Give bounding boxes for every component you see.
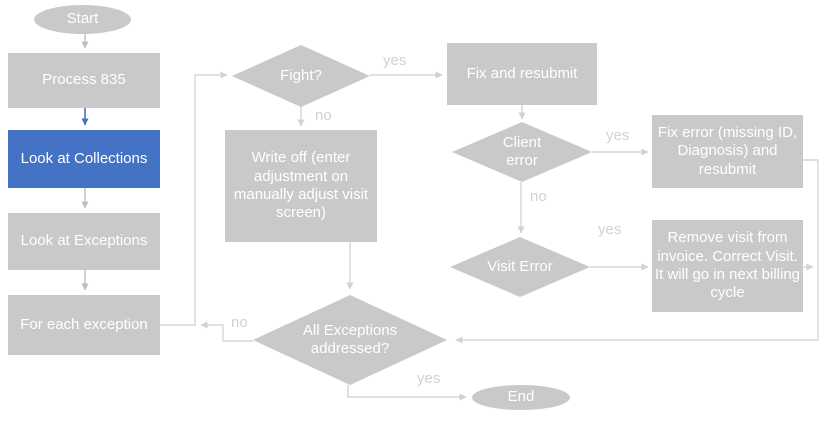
node-end: End [472, 385, 570, 410]
node-fight-label: Fight? [280, 66, 322, 84]
edge-label-all-exceptions-no: no [231, 314, 248, 331]
node-remove-visit: Remove visit from invoice. Correct Visit… [652, 220, 803, 312]
node-process-835: Process 835 [8, 53, 160, 108]
edge-allexceptions-no-loop [200, 321, 253, 342]
node-look-at-collections: Look at Collections [8, 130, 160, 188]
edge-label-client-error-yes: yes [606, 127, 630, 144]
node-client-error-label: Client error [502, 133, 542, 169]
node-write-off: Write off (enter adjustment on manually … [225, 130, 377, 242]
edge-label-all-exceptions-yes: yes [417, 370, 441, 387]
edge-label-client-error-no: no [530, 188, 547, 205]
node-all-exceptions-label: All Exceptions addressed? [302, 321, 398, 357]
edge-label-fight-no: no [315, 107, 332, 124]
edge-foreach-to-fight [160, 71, 228, 326]
node-fix-and-resubmit: Fix and resubmit [447, 43, 597, 105]
node-look-at-exceptions: Look at Exceptions [8, 213, 160, 270]
edge-label-fight-yes: yes [383, 52, 407, 69]
node-fix-error: Fix error (missing ID, Diagnosis) and re… [652, 115, 803, 188]
node-for-each-exception: For each exception [8, 295, 160, 355]
edge-fixerror-to-allexceptions [455, 159, 819, 344]
node-start: Start [34, 5, 131, 34]
edge-label-visit-error-yes: yes [598, 221, 622, 238]
node-visit-error-label: Visit Error [487, 257, 553, 275]
edge-allexceptions-yes-to-end [347, 385, 467, 401]
